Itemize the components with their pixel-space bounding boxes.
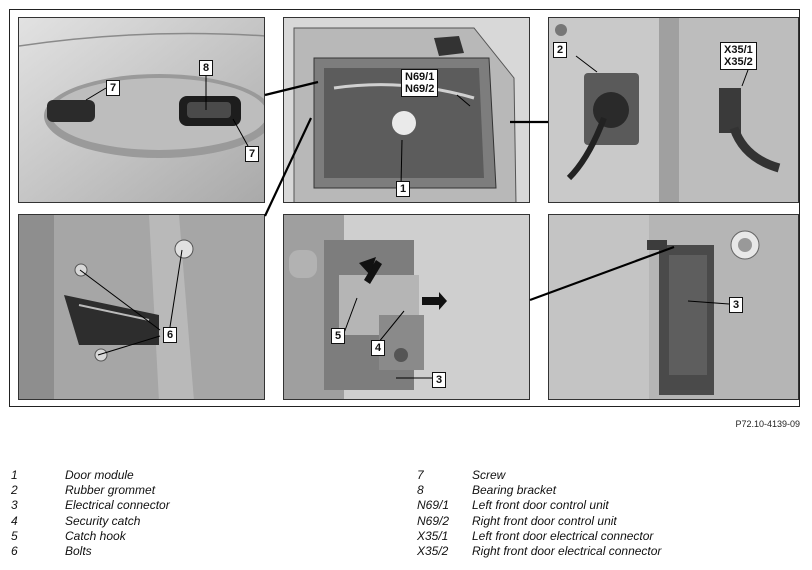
legend-number: 3: [11, 498, 18, 513]
legend-number: 2: [11, 483, 18, 498]
legend-text: Right front door control unit: [472, 513, 617, 528]
legend-number: 1: [11, 468, 18, 482]
panel-bolts: [18, 214, 265, 400]
legend-text: Door module: [65, 468, 134, 482]
callout-2-rubber-grommet: 2: [553, 42, 568, 58]
legend-item: X35/2 Right front door electrical connect…: [417, 544, 661, 559]
legend-number: 4: [11, 513, 18, 528]
callout-5-catch-hook: 5: [331, 328, 346, 344]
legend-item: N69/2 Right front door control unit: [417, 514, 661, 529]
legend-number: N69/1: [417, 498, 450, 513]
legend-item: 3 Electrical connector: [11, 498, 170, 513]
legend-item: 7 Screw: [417, 468, 661, 483]
callout-3-electrical-connector-left: 3: [432, 372, 447, 388]
legend-item: 8 Bearing bracket: [417, 483, 661, 498]
legend-item: 4 Security catch: [11, 514, 170, 529]
panel-door-handle: [18, 17, 265, 203]
panel-electrical-connector: [548, 214, 799, 400]
panel-security-catch: [283, 214, 530, 400]
legend-text: Security catch: [65, 513, 141, 528]
figure-id: P72.10-4139-09: [735, 419, 800, 429]
callout-x35-connector: X35/1 X35/2: [720, 42, 757, 70]
legend-text: Electrical connector: [65, 498, 170, 513]
legend-number: 7: [417, 468, 424, 482]
legend-text: Bolts: [65, 544, 92, 559]
legend-text: Left front door electrical connector: [472, 528, 654, 543]
legend-number: 8: [417, 483, 424, 498]
legend-item: 1 Door module: [11, 468, 170, 483]
callout-7-screw-left: 7: [106, 80, 121, 96]
legend-number: X35/1: [417, 528, 449, 543]
legend-text: Catch hook: [65, 528, 126, 543]
legend-number: 6: [11, 544, 18, 559]
callout-8-bearing-bracket: 8: [199, 60, 214, 76]
callout-n69-control-unit: N69/1 N69/2: [401, 69, 439, 97]
legend-left: 1 Door module 2 Rubber grommet 3 Electrical…: [11, 468, 170, 559]
legend-item: 6 Bolts: [11, 544, 170, 559]
legend-item: X35/1 Left front door electrical connecto…: [417, 529, 661, 544]
callout-1-door-module: 1: [396, 181, 411, 197]
legend-item: 5 Catch hook: [11, 529, 170, 544]
legend-text: Screw: [472, 468, 506, 482]
legend-text: Left front door control unit: [472, 498, 609, 513]
panel-rubber-grommet: [548, 17, 799, 203]
legend-text: Right front door electrical connector: [472, 544, 662, 559]
legend-number: X35/2: [417, 544, 449, 559]
legend-text: Bearing bracket: [472, 483, 557, 498]
legend-number: 5: [11, 528, 18, 543]
legend-text: Rubber grommet: [65, 483, 156, 498]
legend-item: 2 Rubber grommet: [11, 483, 170, 498]
callout-3-electrical-connector-right: 3: [729, 297, 744, 313]
callout-6-bolts: 6: [163, 327, 178, 343]
panel-door-overview: [283, 17, 530, 203]
callout-7-screw-right: 7: [245, 146, 260, 162]
callout-4-security-catch: 4: [371, 340, 386, 356]
legend-number: N69/2: [417, 513, 450, 528]
legend-item: N69/1 Left front door control unit: [417, 498, 661, 513]
